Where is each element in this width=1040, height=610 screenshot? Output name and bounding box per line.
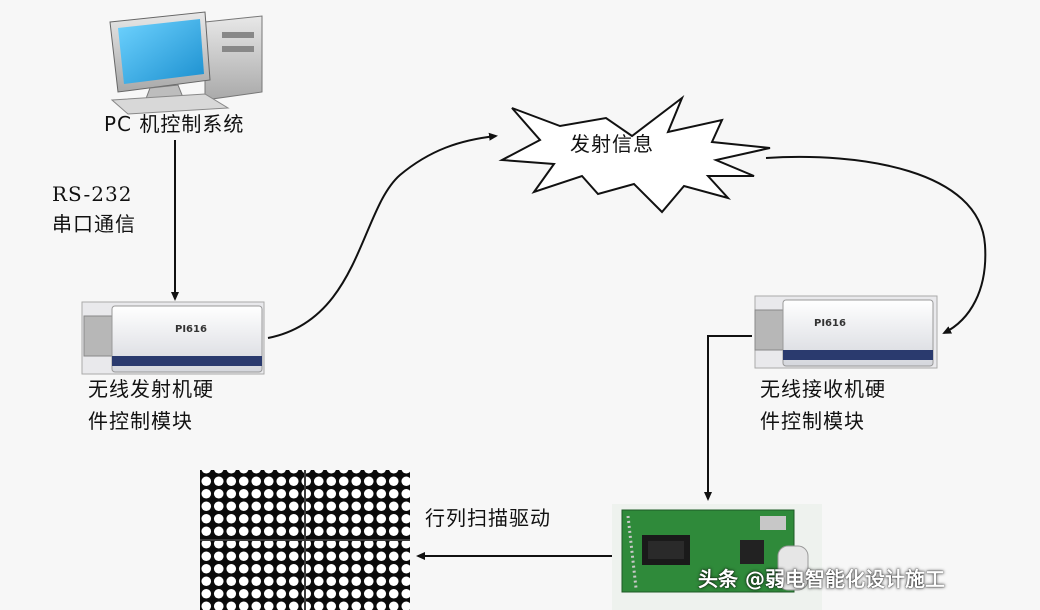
receiver-to-board-arrow	[704, 335, 752, 501]
tx-module-label-line2: 件控制模块	[88, 409, 193, 433]
rx-brand-text: PI616	[814, 318, 846, 329]
rs232-label: RS-232	[52, 182, 133, 206]
led-matrix-image	[200, 470, 410, 610]
serial-comm-label: 串口通信	[52, 212, 136, 236]
circuit-board-image	[612, 504, 822, 610]
pc-system-label: PC 机控制系统	[104, 112, 245, 136]
tx-module-label-line1: 无线发射机硬	[88, 377, 214, 401]
rx-module-label-line1: 无线接收机硬	[760, 377, 886, 401]
receive-curve-arrow	[765, 155, 987, 334]
scan-driver-label: 行列扫描驱动	[425, 506, 551, 530]
receiver-device-image: PI616	[754, 295, 938, 369]
transmit-burst-shape	[498, 94, 771, 214]
pc-computer-icon	[109, 11, 263, 115]
rx-module-label-line2: 件控制模块	[760, 409, 865, 433]
watermark-text: 头条 @弱电智能化设计施工	[698, 567, 945, 591]
transmit-curve-arrow	[267, 132, 498, 339]
tx-brand-text: PI616	[175, 324, 207, 335]
transmit-info-label: 发射信息	[570, 132, 654, 156]
transmitter-device-image: PI616	[81, 301, 265, 375]
